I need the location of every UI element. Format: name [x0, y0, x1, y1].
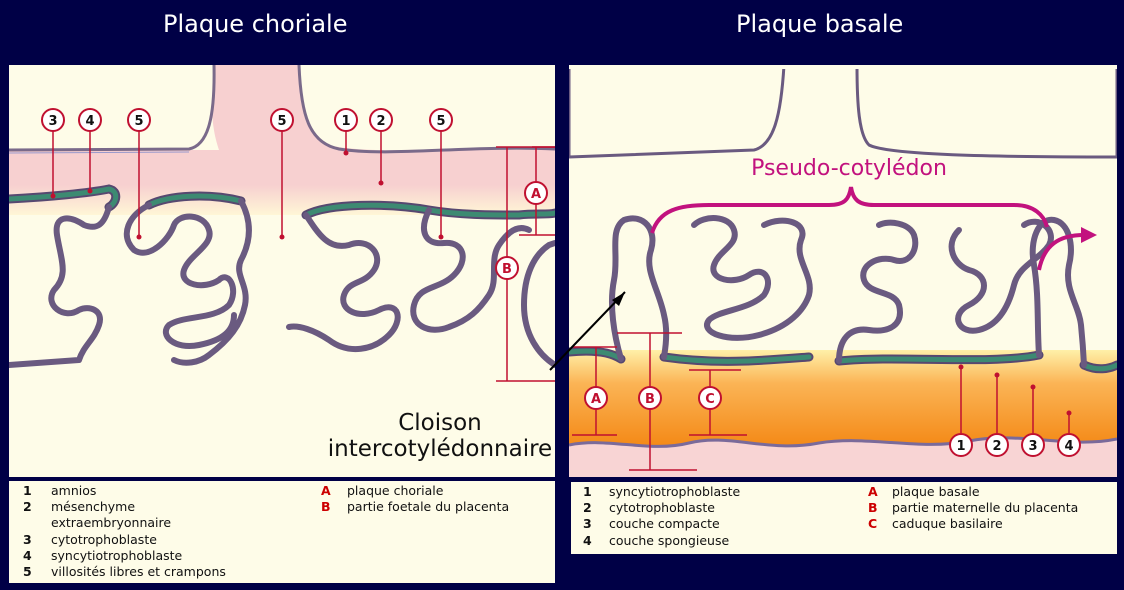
svg-text:4: 4 [1064, 439, 1073, 454]
legend-letter: B [868, 500, 878, 516]
legend-number: 1 [583, 484, 592, 499]
marker-1: 1 [949, 433, 973, 457]
legend-number: 2 [583, 500, 592, 516]
legend-text: caduque basilaire [892, 516, 1003, 532]
title-plaque-basale: Plaque basale [736, 10, 904, 38]
marker-5: 5 [270, 108, 294, 132]
legend-text: villosités libres et crampons [51, 564, 226, 579]
cloison-line1: Cloison [398, 410, 482, 436]
legend-text: amnios [51, 483, 97, 498]
legend-text: partie maternelle du placenta [892, 500, 1079, 516]
marker-2: 2 [985, 433, 1009, 457]
marker-4: 4 [78, 108, 102, 132]
legend-number: 3 [23, 531, 32, 547]
villi [609, 215, 1087, 368]
svg-text:3: 3 [48, 114, 57, 129]
svg-text:2: 2 [376, 114, 385, 129]
marker-1: 1 [334, 108, 358, 132]
svg-text:4: 4 [85, 114, 94, 129]
legend-number: 2 [23, 499, 32, 515]
svg-text:B: B [502, 262, 512, 277]
legend-text: partie foetale du placenta [347, 499, 510, 515]
svg-text:3: 3 [1028, 439, 1037, 454]
marker-2: 2 [369, 108, 393, 132]
chorionic-plate-diagram: 3 4 5 5 1 2 5 A B [9, 65, 555, 477]
legend-letter: B [321, 499, 331, 515]
svg-text:1: 1 [341, 114, 350, 129]
marker-leaders [52, 131, 442, 237]
pseudo-cotyledon-brace [650, 186, 1049, 234]
legend-number: 4 [583, 532, 592, 548]
svg-text:5: 5 [277, 114, 286, 129]
legend-text: syncytiotrophoblaste [609, 484, 741, 499]
marker-5: 5 [429, 108, 453, 132]
svg-text:5: 5 [134, 114, 143, 129]
legend-text: plaque choriale [347, 483, 444, 498]
letter-C: C [698, 386, 722, 410]
cloison-label: Cloison intercotylédonnaire [325, 410, 555, 462]
legend-text: cytotrophoblaste [609, 500, 715, 516]
marker-dots [50, 150, 444, 240]
legend-number: 1 [23, 483, 32, 498]
legend-letter: A [321, 483, 331, 498]
legend-text: cytotrophoblaste [51, 531, 157, 547]
legend-text: couche spongieuse [609, 532, 730, 548]
marker-3: 3 [1021, 433, 1045, 457]
svg-text:A: A [531, 187, 541, 202]
svg-text:B: B [645, 392, 655, 407]
legend-number: 3 [583, 516, 592, 532]
marker-3: 3 [41, 108, 65, 132]
pseudo-cotyledon-label: Pseudo-cotylédon [751, 156, 947, 181]
basal-plate-diagram: Pseudo-cotylédon A B C 1 2 3 4 [569, 65, 1117, 477]
letter-A: A [584, 386, 608, 410]
legend-text: mésenchyme [51, 499, 136, 515]
legend-letter: C [868, 516, 878, 532]
legend-text: syncytiotrophoblaste [51, 547, 183, 563]
title-plaque-choriale: Plaque choriale [163, 10, 348, 38]
villi [9, 198, 555, 368]
legend-text: plaque basale [892, 484, 980, 499]
svg-text:C: C [705, 392, 715, 407]
amnion-line [9, 65, 216, 152]
arrow [1037, 233, 1085, 271]
legend-text: extraembryonnaire [51, 515, 172, 531]
marker-4: 4 [1057, 433, 1081, 457]
svg-text:A: A [591, 392, 601, 407]
legend-number: 5 [23, 564, 32, 579]
svg-text:2: 2 [992, 439, 1001, 454]
legend-number: 4 [23, 547, 32, 563]
svg-text:5: 5 [436, 114, 445, 129]
spongy-layer [569, 437, 1117, 477]
svg-text:1: 1 [956, 439, 965, 454]
marker-5: 5 [127, 108, 151, 132]
letter-B: B [638, 386, 662, 410]
letter-B: B [495, 256, 519, 280]
cloison-line2: intercotylédonnaire [327, 436, 553, 462]
legend-right: 1 syncytiotrophoblaste 2 cytotrophoblaste 3 c… [571, 482, 1117, 554]
letter-A: A [524, 181, 548, 205]
legend-text: couche compacte [609, 516, 720, 532]
legend-letter: A [868, 484, 878, 499]
decidua-layer [569, 350, 1117, 445]
